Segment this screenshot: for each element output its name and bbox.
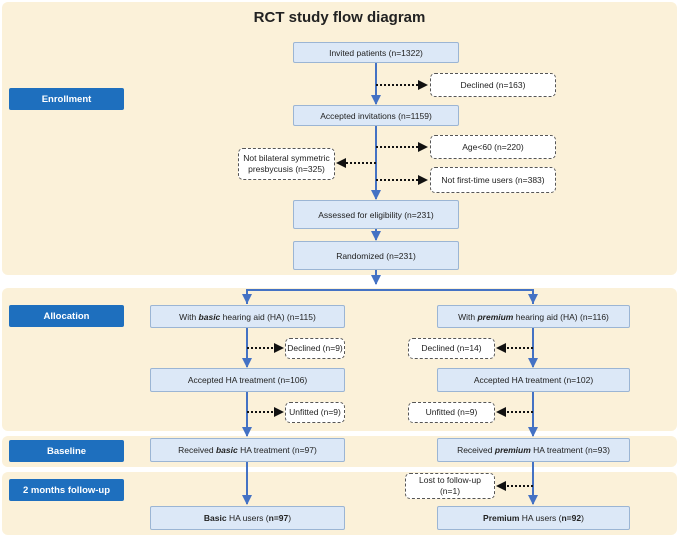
basic-final-end: ) (288, 513, 292, 523)
premium-final-n: n=92 (561, 513, 582, 523)
premium-lost-followup-box: Lost to follow-up (n=1) (405, 473, 495, 499)
basic-alloc-em: basic (198, 311, 221, 322)
premium-final-bold: Premium (483, 513, 520, 523)
basic-final-bold: Basic (203, 513, 227, 523)
premium-final-end: ) (581, 513, 584, 523)
basic-unfitted-box: Unfitted (n=9) (285, 402, 345, 423)
premium-allocation-box: With premium hearing aid (HA) (n=116) (437, 305, 630, 328)
basic-alloc-post: hearing aid (HA) (n=115) (220, 311, 316, 322)
basic-declined-box: Declined (n=9) (285, 338, 345, 359)
invited-patients-box: Invited patients (n=1322) (293, 42, 459, 63)
stage-baseline: Baseline (9, 440, 124, 462)
premium-received-em: premium (494, 445, 531, 455)
lost-line2: (n=1) (439, 486, 461, 496)
not-bilateral-box: Not bilateral symmetric presbycusis (n=3… (238, 148, 335, 180)
premium-alloc-em: premium (477, 311, 514, 322)
premium-accepted-box: Accepted HA treatment (n=102) (437, 368, 630, 392)
basic-final-n: n=97 (268, 513, 289, 523)
age-under-60-box: Age<60 (n=220) (430, 135, 556, 159)
premium-alloc-pre: With (458, 311, 478, 322)
premium-unfitted-box: Unfitted (n=9) (408, 402, 495, 423)
declined-box: Declined (n=163) (430, 73, 556, 97)
not-first-time-users-box: Not first-time users (n=383) (430, 167, 556, 193)
basic-allocation-box: With basic hearing aid (HA) (n=115) (150, 305, 345, 328)
basic-received-pre: Received (178, 445, 216, 455)
stage-allocation: Allocation (9, 305, 124, 327)
accepted-invitations-box: Accepted invitations (n=1159) (293, 105, 459, 126)
premium-received-pre: Received (457, 445, 495, 455)
not-bilateral-line2: presbycusis (n=325) (248, 164, 325, 174)
stage-enrollment: Enrollment (9, 88, 124, 110)
premium-final-box: Premium HA users (n=92) (437, 506, 630, 530)
basic-received-box: Received basic HA treatment (n=97) (150, 438, 345, 462)
lost-line1: Lost to follow-up (419, 475, 481, 485)
premium-alloc-post: hearing aid (HA) (n=116) (513, 311, 609, 322)
basic-final-mid: HA users ( (226, 513, 269, 523)
premium-declined-box: Declined (n=14) (408, 338, 495, 359)
basic-received-em: basic (215, 445, 238, 455)
premium-received-post: HA treatment (n=93) (530, 445, 610, 455)
premium-received-box: Received premium HA treatment (n=93) (437, 438, 630, 462)
assessed-eligibility-box: Assessed for eligibility (n=231) (293, 200, 459, 229)
stage-followup: 2 months follow-up (9, 479, 124, 501)
not-bilateral-line1: Not bilateral symmetric (243, 153, 330, 163)
premium-final-mid: HA users ( (519, 513, 562, 523)
randomized-box: Randomized (n=231) (293, 241, 459, 270)
basic-final-box: Basic HA users (n=97) (150, 506, 345, 530)
basic-alloc-pre: With (179, 311, 199, 322)
basic-accepted-box: Accepted HA treatment (n=106) (150, 368, 345, 392)
diagram-title: RCT study flow diagram (253, 9, 426, 26)
basic-received-post: HA treatment (n=97) (237, 445, 317, 455)
